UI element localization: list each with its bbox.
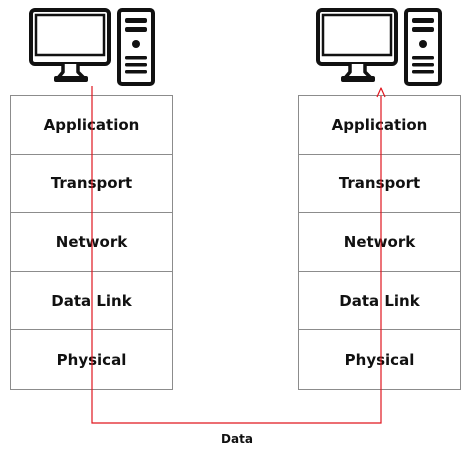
data-flow-label: Data bbox=[221, 432, 253, 446]
right-layer-data-link: Data Link bbox=[299, 272, 460, 331]
right-layer-transport: Transport bbox=[299, 155, 460, 214]
right-layer-stack: Application Transport Network Data Link … bbox=[298, 95, 461, 390]
left-layer-transport: Transport bbox=[11, 155, 172, 214]
left-layer-physical: Physical bbox=[56, 350, 127, 369]
left-layer-stack: Application Transport Network Data Link … bbox=[10, 95, 173, 390]
left-layer-data-link: Data Link bbox=[11, 272, 172, 331]
right-desktop-computer-icon bbox=[315, 6, 445, 92]
left-desktop-computer-icon bbox=[28, 6, 158, 92]
right-layer-application: Application bbox=[299, 96, 460, 155]
left-layer-application: Application bbox=[11, 96, 172, 155]
right-layer-network: Network bbox=[299, 213, 460, 272]
left-layer-network: Network bbox=[11, 213, 172, 272]
right-layer-physical: Physical bbox=[344, 350, 415, 369]
